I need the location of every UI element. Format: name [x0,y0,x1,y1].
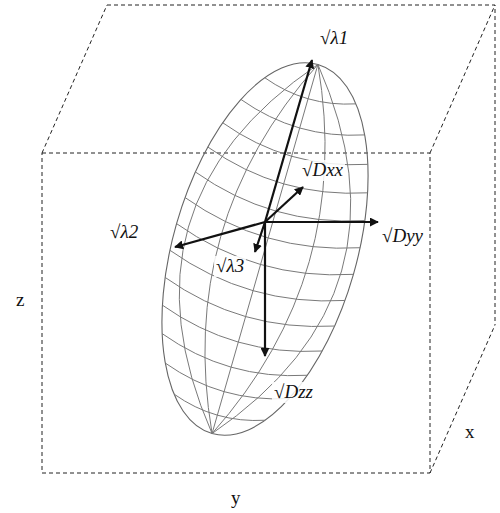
eigenvalue-label: √λ3 [214,256,246,277]
eigenvalue-label: √λ1 [318,28,350,49]
tensor-component-label: √Dzz [272,382,315,403]
tensor-component-label: √Dyy [380,226,425,247]
axis-label: y [229,488,243,509]
tensor-component-label: √Dxx [300,160,345,181]
axis-label: z [14,290,26,311]
diffusion-ellipsoid [124,39,407,459]
axis-arrows [175,60,378,356]
eigenvalue-label: √λ2 [108,222,140,243]
axis-label: x [463,422,477,443]
dashed-cube [42,5,495,473]
